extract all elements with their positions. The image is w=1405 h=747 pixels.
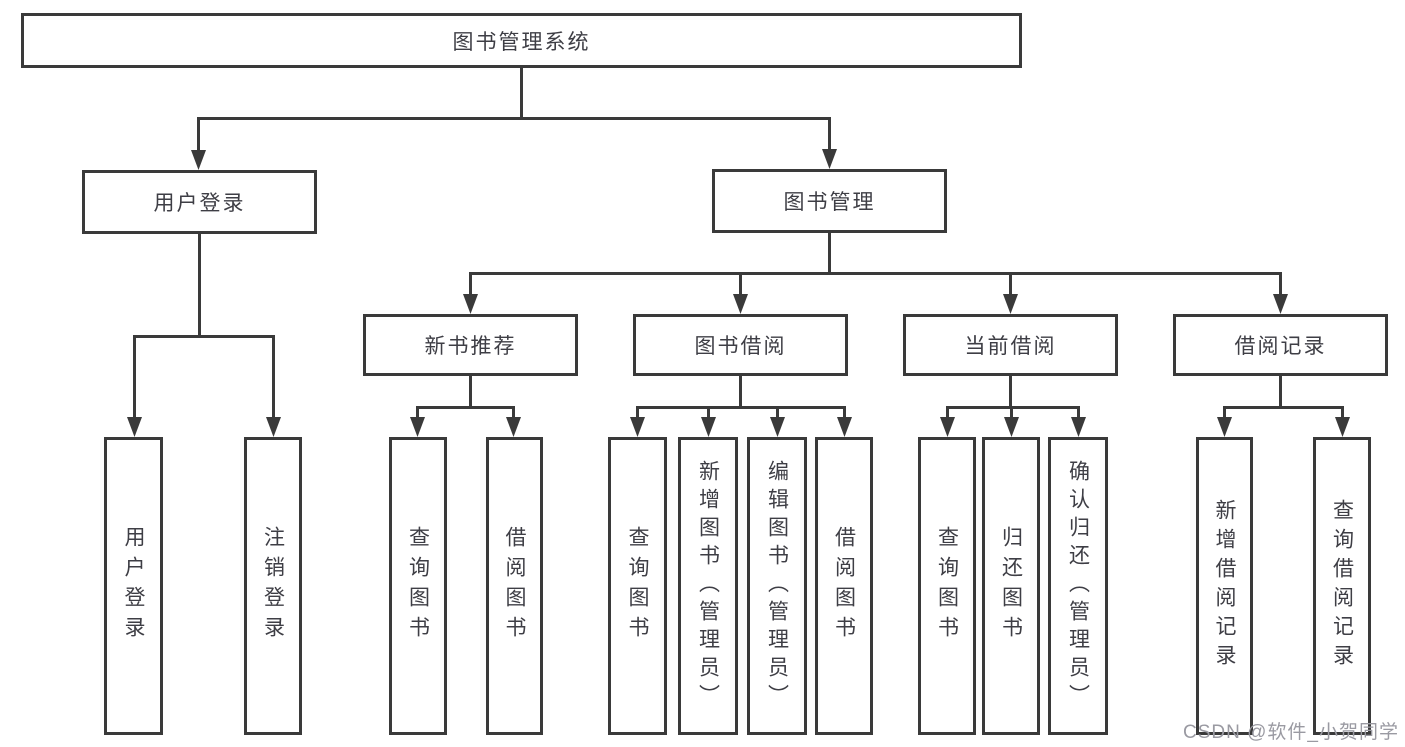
node-label: 归还图书 <box>999 526 1023 646</box>
leaf-user-login: 用户登录 <box>104 437 163 735</box>
node-label: 当前借阅 <box>964 335 1057 358</box>
csdn-watermark: CSDN @软件_小贺同学 <box>1183 722 1399 743</box>
node-label: 新增图书（管理员） <box>696 460 720 712</box>
leaf-query-books-3: 查询图书 <box>918 437 976 735</box>
node-label: 查询借阅记录 <box>1330 499 1354 673</box>
node-borrow-records: 借阅记录 <box>1173 314 1388 376</box>
leaf-edit-book-admin: 编辑图书（管理员） <box>747 437 807 735</box>
node-label: 用户登录 <box>122 526 145 646</box>
node-label: 查询图书 <box>935 526 959 646</box>
node-label: 查询图书 <box>406 526 430 646</box>
node-label: 新增借阅记录 <box>1213 499 1236 673</box>
leaf-borrow-books: 借阅图书 <box>486 437 543 735</box>
leaf-query-books: 查询图书 <box>389 437 447 735</box>
node-book-management: 图书管理 <box>712 169 947 233</box>
leaf-borrow-books-2: 借阅图书 <box>815 437 873 735</box>
leaf-add-book-admin: 新增图书（管理员） <box>678 437 738 735</box>
node-system-root: 图书管理系统 <box>21 13 1022 68</box>
leaf-add-borrow-record: 新增借阅记录 <box>1196 437 1253 735</box>
leaf-confirm-return-admin: 确认归还（管理员） <box>1048 437 1108 735</box>
node-label: 用户登录 <box>153 192 246 215</box>
leaf-query-books-2: 查询图书 <box>608 437 667 735</box>
node-label: 图书管理 <box>783 191 876 214</box>
node-label: 借阅图书 <box>832 526 856 646</box>
node-label: 查询图书 <box>626 526 649 646</box>
node-label: 图书管理系统 <box>452 30 591 54</box>
node-new-book-recommend: 新书推荐 <box>363 314 578 376</box>
node-label: 注销登录 <box>261 526 285 646</box>
node-label: 借阅记录 <box>1234 335 1327 358</box>
node-label: 新书推荐 <box>424 335 517 358</box>
leaf-return-books: 归还图书 <box>982 437 1040 735</box>
node-user-login: 用户登录 <box>82 170 317 234</box>
node-label: 借阅图书 <box>503 526 526 646</box>
node-current-borrowing: 当前借阅 <box>903 314 1118 376</box>
leaf-query-borrow-record: 查询借阅记录 <box>1313 437 1371 735</box>
node-label: 图书借阅 <box>694 335 787 358</box>
node-label: 确认归还（管理员） <box>1066 460 1090 712</box>
node-book-borrowing: 图书借阅 <box>633 314 848 376</box>
leaf-logout: 注销登录 <box>244 437 302 735</box>
node-label: 编辑图书（管理员） <box>765 460 789 712</box>
